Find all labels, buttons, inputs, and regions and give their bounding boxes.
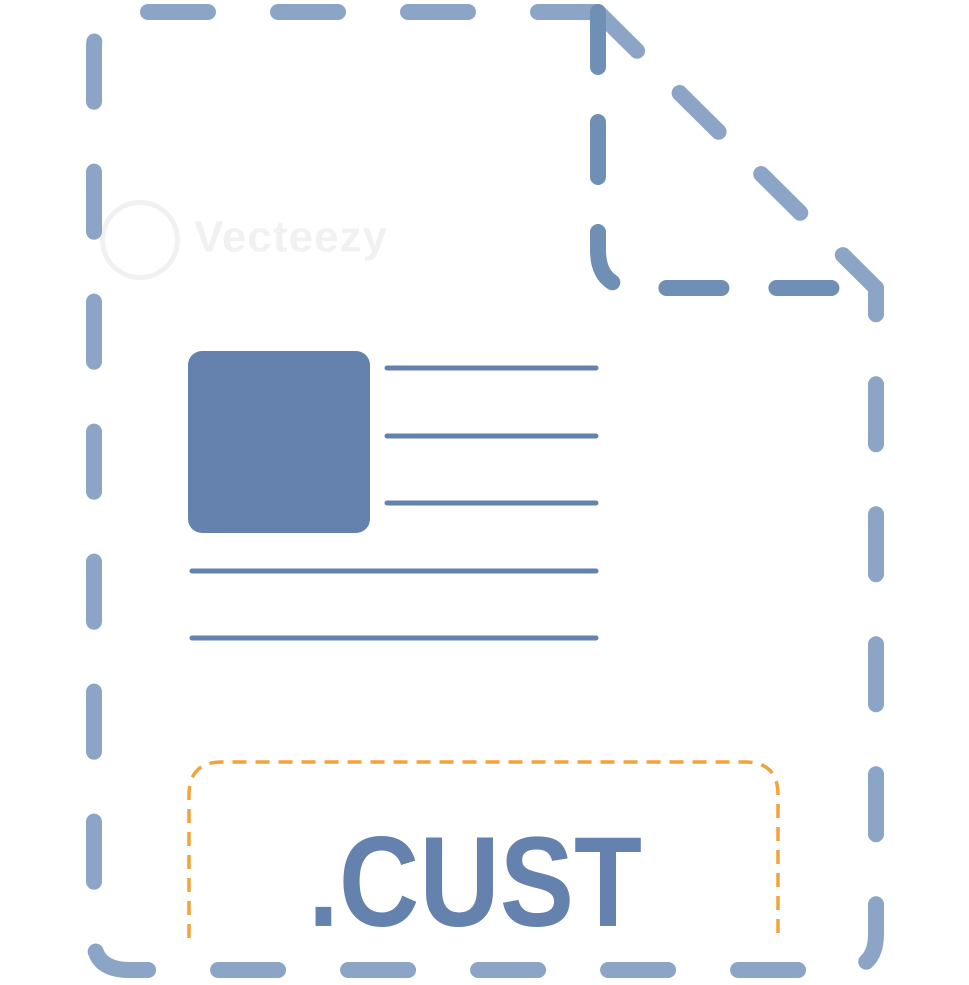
file-extension-label: .CUST (308, 811, 642, 954)
extension-label-box (187, 760, 780, 938)
folded-corner (590, 4, 884, 296)
document-corner-edge (590, 4, 884, 296)
image-placeholder-icon (188, 351, 370, 533)
document-outline (86, 4, 884, 978)
